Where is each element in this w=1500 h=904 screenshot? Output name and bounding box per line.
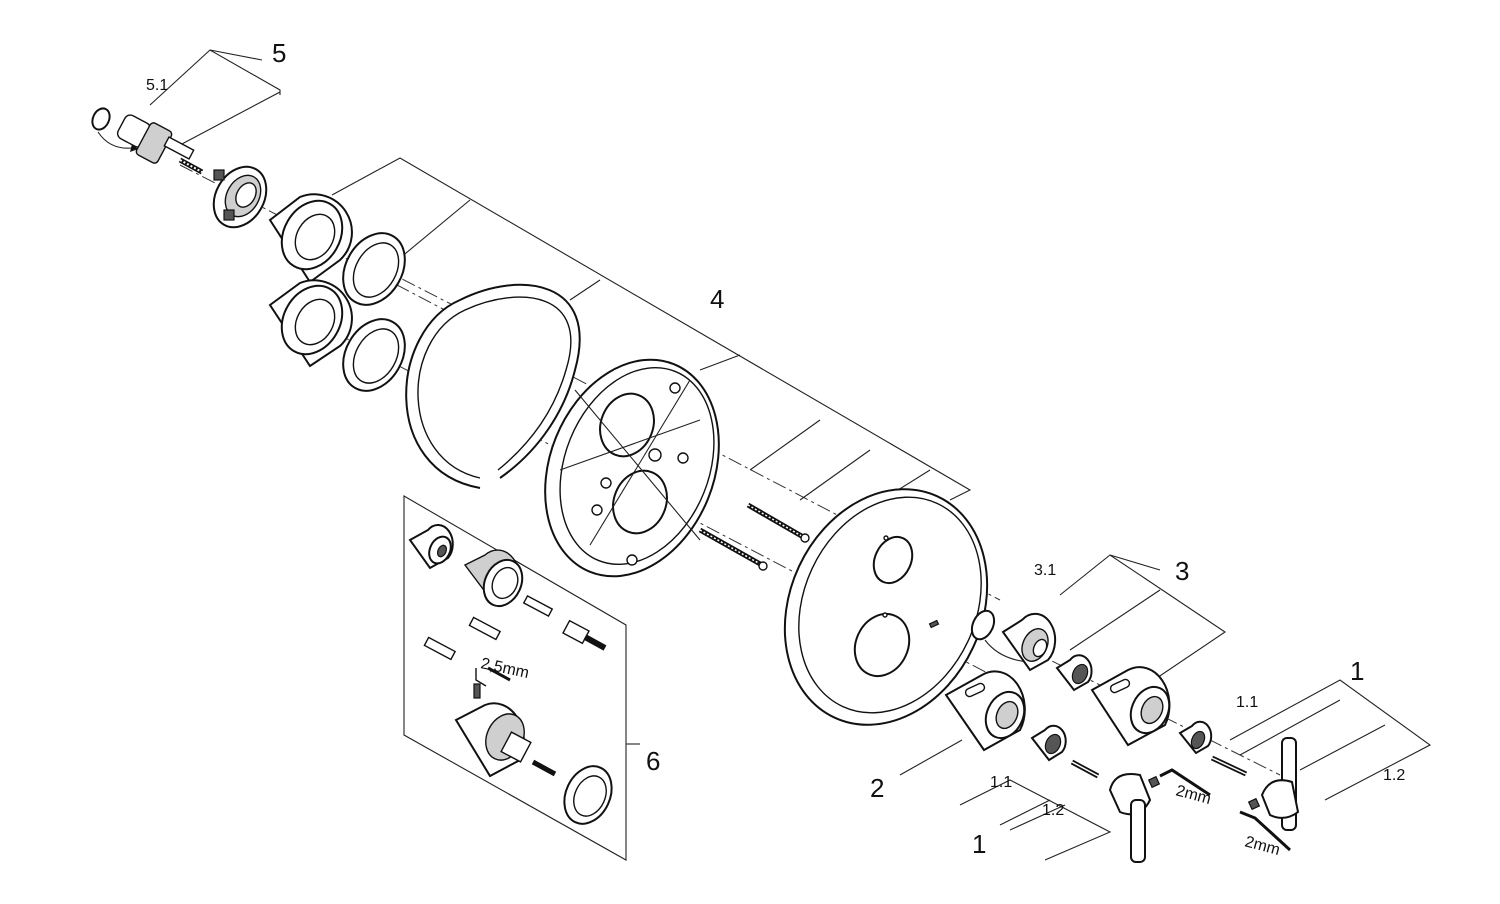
handle-sleeve-3: [1090, 666, 1171, 747]
label-3: 3: [1175, 556, 1189, 586]
part-group-2: [899, 670, 1213, 776]
o-ring-5-1: [91, 107, 111, 131]
label-1-1-left: 1.1: [990, 774, 1012, 791]
cartridge-5: [116, 114, 204, 175]
sleeve-upper: [268, 193, 353, 284]
cartridge-3: [1001, 612, 1057, 672]
splined-adapter-1-1-right: [1178, 720, 1213, 755]
kit-cap: [408, 523, 454, 570]
handle-sleeve-2: [944, 670, 1026, 752]
set-pin-1-1-left: [1070, 759, 1100, 779]
part-group-6: [403, 495, 640, 861]
kit-pins: [423, 594, 607, 661]
set-pin-1-1-right: [1210, 755, 1248, 777]
label-5: 5: [272, 38, 286, 68]
mounting-screws: [698, 502, 810, 571]
hex-key-2-5mm: [473, 666, 511, 699]
seal-ring-lower: [342, 318, 406, 392]
part-group-1-right: [1210, 679, 1432, 852]
handle-lever-right: [1260, 737, 1300, 831]
label-1-2-right: 1.2: [1383, 767, 1405, 784]
label-4: 4: [710, 284, 724, 314]
cover-plate: [783, 488, 989, 726]
kit-seal: [563, 765, 613, 825]
part-group-3: [970, 554, 1226, 747]
handle-lever-left: [1108, 773, 1152, 863]
label-3-1: 3.1: [1034, 562, 1056, 579]
retaining-ring: [405, 283, 581, 489]
label-1-1-right: 1.1: [1236, 694, 1258, 711]
splined-adapter-2: [1030, 724, 1067, 762]
part-group-4: [268, 157, 989, 726]
sleeve-lower: [268, 279, 353, 368]
callout-labels: 5 5.1 4 3.1 3 1 1.1 1.2 6 2,5mm 2 1.1 1.…: [146, 38, 1405, 859]
label-tool-2mm-left: 2mm: [1174, 782, 1213, 808]
splined-adapter-3: [1055, 654, 1093, 692]
part-group-1-left: [959, 759, 1211, 863]
hex-key-2mm-right: [1239, 797, 1292, 852]
part-group-5: [91, 49, 281, 229]
seal-ring-upper: [342, 232, 406, 306]
label-1-2-left: 1.2: [1042, 802, 1064, 819]
label-5-1: 5.1: [146, 77, 168, 94]
kit-cartridge: [454, 702, 557, 778]
hex-key-2mm-left: [1147, 768, 1211, 797]
o-ring-3-1: [970, 609, 996, 641]
kit-ring: [463, 549, 524, 608]
adapter-5: [212, 165, 268, 229]
mounting-plate: [544, 358, 720, 578]
label-1-left: 1: [972, 829, 986, 859]
label-6: 6: [646, 746, 660, 776]
label-1-right: 1: [1350, 656, 1364, 686]
label-2: 2: [870, 773, 884, 803]
